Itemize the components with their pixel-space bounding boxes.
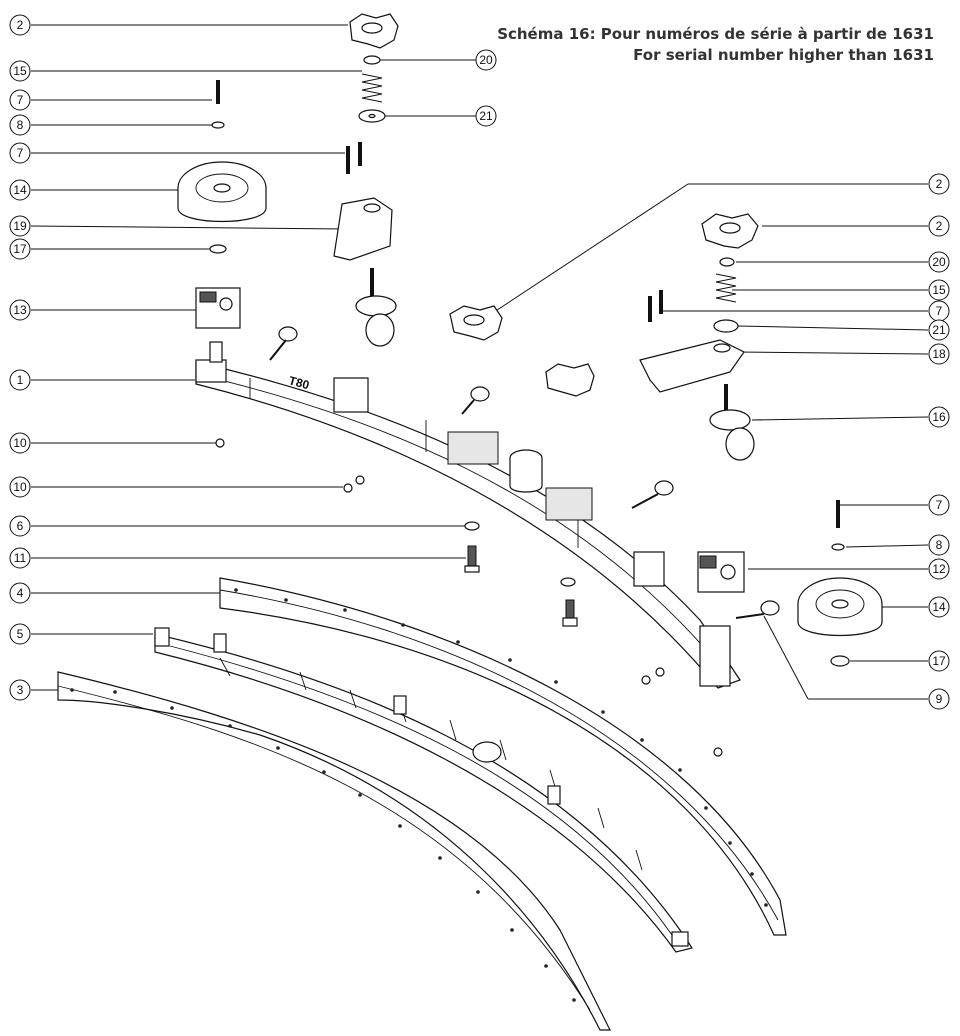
svg-text:10: 10: [13, 436, 27, 450]
svg-text:1: 1: [17, 373, 24, 387]
svg-text:21: 21: [932, 323, 946, 337]
svg-text:9: 9: [936, 692, 943, 706]
svg-text:15: 15: [932, 283, 946, 297]
svg-text:18: 18: [932, 347, 946, 361]
callout-21: 21: [475, 105, 497, 127]
part-13-end-clamp: [195, 287, 241, 329]
svg-text:21: 21: [479, 109, 493, 123]
callout-16: 16: [928, 406, 950, 428]
svg-text:19: 19: [13, 219, 27, 233]
part-12-end-clamp: [697, 551, 745, 593]
callout-15: 15: [928, 279, 950, 301]
part-9-pins: [269, 326, 780, 619]
part-8-17-washers: [209, 121, 850, 667]
svg-text:20: 20: [479, 53, 493, 67]
svg-text:6: 6: [17, 519, 24, 533]
part-14-wheels: [177, 161, 883, 636]
svg-text:2: 2: [936, 219, 943, 233]
part-7-screws: [216, 80, 840, 528]
part-4-rear-blade: [219, 577, 787, 936]
svg-text:12: 12: [932, 562, 946, 576]
callout-6: 6: [9, 515, 31, 537]
part-3-front-blade: [57, 671, 611, 1031]
callout-10: 10: [9, 432, 31, 454]
title-english: For serial number higher than 1631: [633, 46, 934, 64]
svg-text:15: 15: [13, 64, 27, 78]
svg-text:16: 16: [932, 410, 946, 424]
callout-2: 2: [928, 215, 950, 237]
svg-text:11: 11: [14, 551, 27, 565]
svg-text:17: 17: [932, 654, 946, 668]
part-15-spring: [361, 73, 737, 303]
svg-text:2: 2: [936, 177, 943, 191]
svg-text:14: 14: [13, 183, 27, 197]
part-1-squeegee-body: T80: [195, 341, 741, 689]
svg-text:10: 10: [13, 480, 27, 494]
svg-text:7: 7: [936, 304, 943, 318]
part-5-blade-holder: [154, 627, 693, 953]
svg-text:20: 20: [932, 255, 946, 269]
svg-text:8: 8: [936, 538, 943, 552]
callout-2: 2: [9, 14, 31, 36]
diagram-title: Schéma 16: Pour numéros de série à parti…: [497, 24, 934, 66]
part-10-6-11-hardware: [215, 438, 723, 757]
callout-18: 18: [928, 343, 950, 365]
part-16-caster: [355, 268, 755, 461]
leader-lines: [30, 24, 929, 700]
svg-text:17: 17: [13, 242, 27, 256]
part-20-21-washers: [358, 55, 739, 333]
part-19-bracket: [333, 197, 393, 261]
svg-text:7: 7: [936, 498, 943, 512]
svg-text:13: 13: [13, 303, 27, 317]
callout-8: 8: [9, 114, 31, 136]
callout-19: 19: [9, 215, 31, 237]
callout-1: 1: [9, 369, 31, 391]
callout-7: 7: [928, 300, 950, 322]
callout-2: 2: [928, 173, 950, 195]
callout-4: 4: [9, 582, 31, 604]
callout-21: 21: [928, 319, 950, 341]
callout-14: 14: [928, 596, 950, 618]
svg-text:14: 14: [932, 600, 946, 614]
callout-8: 8: [928, 534, 950, 556]
callout-10: 10: [9, 476, 31, 498]
callout-20: 20: [928, 251, 950, 273]
title-french: Schéma 16: Pour numéros de série à parti…: [497, 25, 934, 43]
svg-text:7: 7: [17, 93, 24, 107]
callout-17: 17: [9, 238, 31, 260]
part-2-knob: [349, 13, 759, 397]
svg-text:3: 3: [17, 683, 24, 697]
callout-7: 7: [9, 89, 31, 111]
callout-12: 12: [928, 558, 950, 580]
svg-text:4: 4: [17, 586, 24, 600]
part-stamp: T80: [287, 373, 311, 392]
callout-14: 14: [9, 179, 31, 201]
part-18-bracket: [639, 339, 745, 393]
svg-text:2: 2: [17, 18, 24, 32]
callout-11: 11: [9, 547, 31, 569]
svg-text:7: 7: [17, 146, 24, 160]
callout-13: 13: [9, 299, 31, 321]
callout-9: 9: [928, 688, 950, 710]
callout-17: 17: [928, 650, 950, 672]
callout-15: 15: [9, 60, 31, 82]
callout-7: 7: [9, 142, 31, 164]
callout-3: 3: [9, 679, 31, 701]
callout-7: 7: [928, 494, 950, 516]
callout-5: 5: [9, 623, 31, 645]
svg-text:8: 8: [17, 118, 24, 132]
callout-markers: 2 15 7 8 7 14 19 17 13 1 10 10 6 11 4 5 …: [9, 14, 950, 710]
callout-20: 20: [475, 49, 497, 71]
svg-text:5: 5: [17, 627, 24, 641]
